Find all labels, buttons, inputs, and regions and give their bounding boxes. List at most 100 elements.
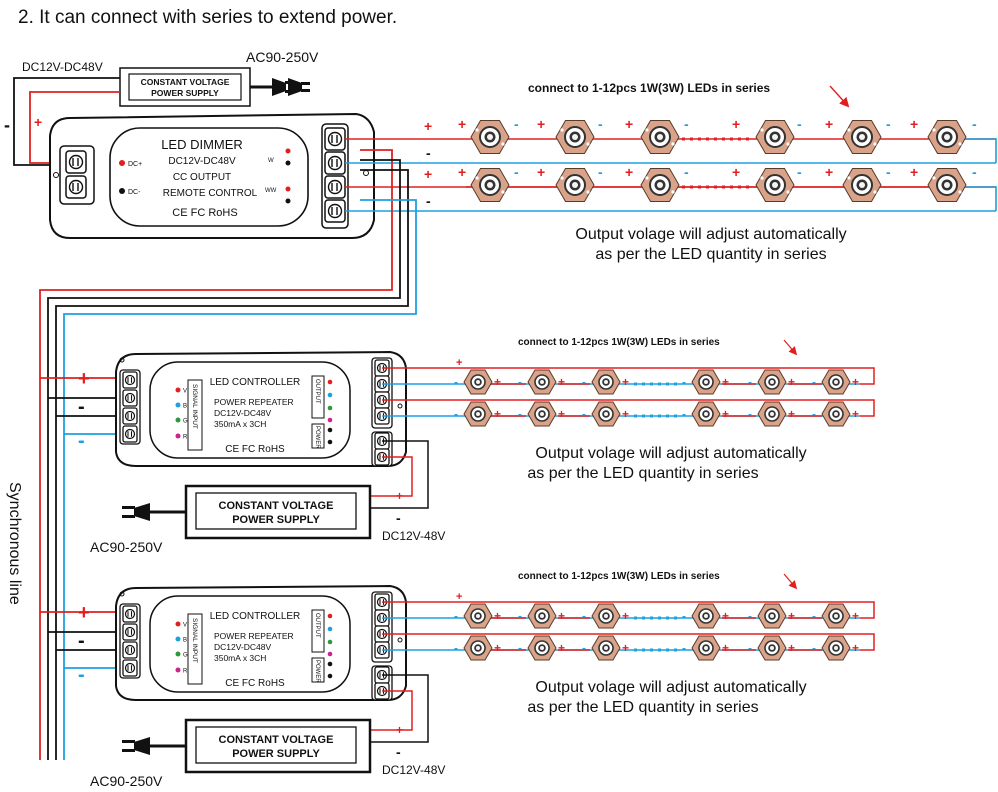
svg-text:-: -	[514, 164, 519, 180]
polarity-sign: -	[748, 407, 752, 421]
repeater-ac-range: AC90-250V	[90, 773, 163, 789]
polarity-sign: -	[454, 375, 458, 389]
svg-text:-: -	[797, 164, 802, 180]
channel-label: G	[183, 419, 188, 425]
polarity-sign: +	[396, 489, 403, 503]
top-led-row-1	[466, 119, 967, 155]
svg-text:-: -	[684, 116, 689, 132]
polarity-sign: +	[396, 723, 403, 737]
polarity-sign: +	[558, 641, 565, 655]
polarity-sign: -	[396, 744, 401, 760]
polarity-sign: +	[622, 609, 629, 623]
dimmer-certs: CE FC RoHS	[172, 207, 237, 219]
svg-text:-: -	[797, 116, 802, 132]
svg-text:+: +	[825, 164, 833, 180]
polarity-sign: -	[454, 609, 458, 623]
polarity-sign: -	[812, 407, 816, 421]
polarity-sign: -	[682, 375, 686, 389]
polarity-sign: -	[748, 609, 752, 623]
svg-text:+: +	[458, 116, 466, 132]
repeater-ac-range: AC90-250V	[90, 539, 163, 555]
repeater-title: LED CONTROLLER	[210, 611, 301, 622]
polarity-sign: +	[558, 609, 565, 623]
svg-text:-: -	[426, 145, 431, 161]
polarity-sign: -	[812, 641, 816, 655]
repeater-line1: POWER REPEATER	[214, 631, 294, 641]
page-heading: 2. It can connect with series to extend …	[18, 7, 397, 28]
channel-label: G	[183, 653, 188, 659]
polarity-sign: +	[852, 407, 859, 421]
polarity-sign: +	[722, 609, 729, 623]
svg-text:+: +	[537, 164, 545, 180]
channel-label: V	[183, 623, 187, 629]
channel-label: R	[183, 435, 188, 441]
polarity-sign: +	[494, 641, 501, 655]
output-label: OUTPUT	[314, 613, 320, 638]
svg-text:-: -	[426, 193, 431, 209]
top-psu-line1: CONSTANT VOLTAGE	[141, 77, 230, 87]
repeater-output-line2: as per the LED quantity in series	[527, 699, 758, 716]
polarity-sign: +	[456, 357, 462, 369]
svg-text:+: +	[424, 118, 432, 134]
polarity-sign: +	[558, 375, 565, 389]
dimmer-dc-minus: DC-	[128, 189, 141, 196]
polarity-sign: +	[78, 368, 90, 390]
polarity-sign: -	[518, 375, 522, 389]
polarity-sign: -	[748, 375, 752, 389]
top-section: DC12V-DC48V AC90-250V CONSTANT VOLTAGE P…	[4, 49, 997, 760]
repeater-certs: CE FC RoHS	[225, 678, 285, 689]
repeater-psu-line2: POWER SUPPLY	[232, 748, 320, 760]
polarity-sign: +	[494, 609, 501, 623]
repeater-led-note: connect to 1-12pcs 1W(3W) LEDs in series	[518, 571, 720, 582]
top-ac-plug	[288, 78, 310, 96]
polarity-sign: -	[748, 641, 752, 655]
svg-text:-: -	[684, 164, 689, 180]
repeater-line2: DC12V-DC48V	[214, 408, 271, 418]
polarity-sign: -	[582, 641, 586, 655]
polarity-sign: +	[494, 407, 501, 421]
top-polarity-signs: + + - + - + - + - + - + - - + + - + - + …	[424, 116, 977, 209]
top-output-line2: as per the LED quantity in series	[595, 246, 826, 263]
polarity-sign: +	[722, 641, 729, 655]
channel-label: B	[183, 404, 187, 410]
svg-text:-: -	[886, 116, 891, 132]
dimmer-dc-plus: DC+	[128, 161, 142, 168]
top-led-row-2	[466, 167, 967, 203]
svg-text:+: +	[537, 116, 545, 132]
ac-plug-icon	[122, 737, 150, 755]
repeater-dc-range: DC12V-48V	[382, 763, 445, 777]
top-output-line1: Output volage will adjust automatically	[575, 226, 846, 243]
power-label: POWER	[314, 426, 320, 449]
repeater-led-row-2: -+-+-+-+-+-+	[454, 635, 859, 661]
repeater-line1: POWER REPEATER	[214, 397, 294, 407]
power-label: POWER	[314, 660, 320, 683]
signal-input-label: SIGNAL INPUT	[191, 384, 198, 429]
top-psu-line2: POWER SUPPLY	[151, 88, 219, 98]
svg-text:+: +	[910, 164, 918, 180]
polarity-sign: -	[454, 641, 458, 655]
repeater-psu-line1: CONSTANT VOLTAGE	[219, 734, 334, 746]
polarity-sign: -	[812, 375, 816, 389]
polarity-sign: -	[78, 630, 85, 652]
polarity-sign: +	[78, 602, 90, 624]
repeater-line3: 350mA x 3CH	[214, 419, 266, 429]
svg-text:+: +	[825, 116, 833, 132]
led-dimmer: LED DIMMER DC12V-DC48V CC OUTPUT REMOTE …	[49, 112, 375, 239]
dimmer-title: LED DIMMER	[161, 137, 243, 152]
repeater-line3: 350mA x 3CH	[214, 653, 266, 663]
svg-text:-: -	[972, 164, 977, 180]
repeater-certs: CE FC RoHS	[225, 444, 285, 455]
polarity-sign: +	[456, 591, 462, 603]
polarity-sign: +	[788, 375, 795, 389]
repeater-psu-line1: CONSTANT VOLTAGE	[219, 500, 334, 512]
dimmer-w-label: W	[268, 158, 274, 164]
top-plug-icon	[272, 78, 295, 96]
svg-text:+: +	[625, 116, 633, 132]
signal-input-label: SIGNAL INPUT	[191, 618, 198, 663]
repeater-line2: DC12V-DC48V	[214, 642, 271, 652]
polarity-sign: +	[622, 641, 629, 655]
dimmer-line1: DC12V-DC48V	[168, 156, 236, 167]
